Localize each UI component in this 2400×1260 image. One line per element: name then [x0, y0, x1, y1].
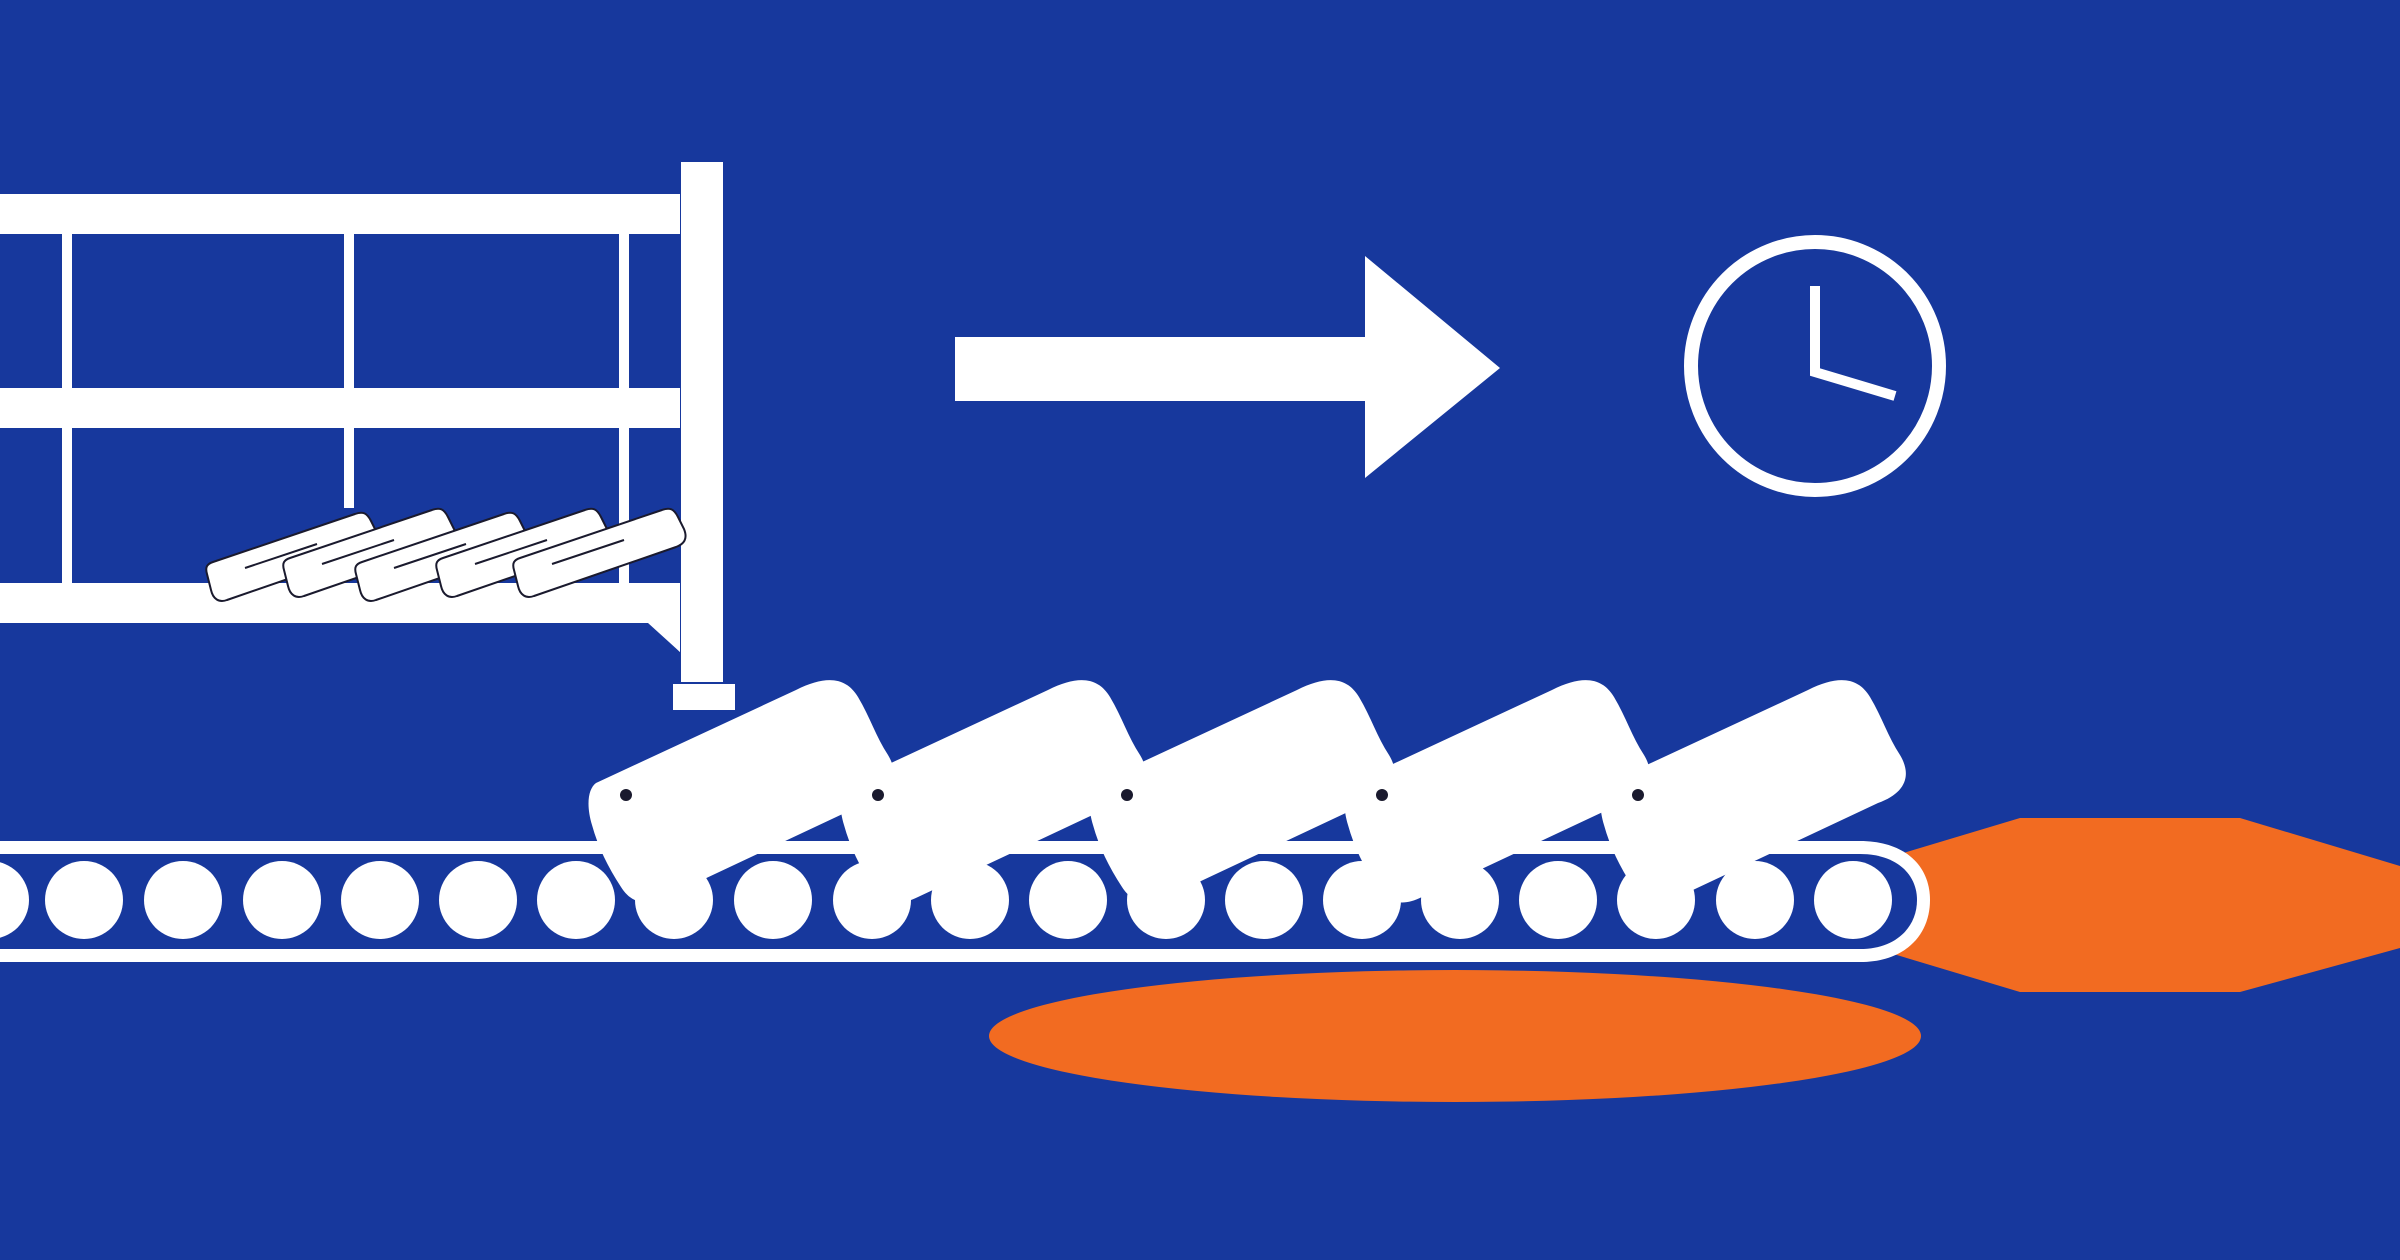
shelf-with-tags-icon	[0, 162, 735, 710]
clock-icon	[1684, 235, 1946, 497]
orange-light-beam-icon	[989, 818, 2400, 1102]
arrow-right-icon	[955, 256, 1500, 478]
